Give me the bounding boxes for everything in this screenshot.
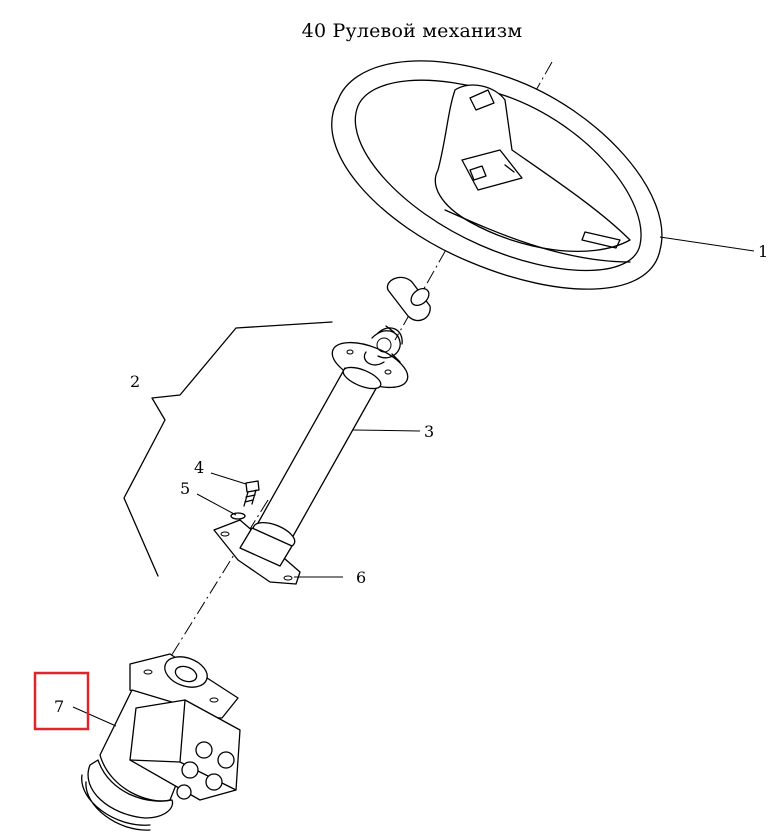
callout-6: 6 — [356, 568, 366, 587]
bolt[interactable] — [243, 480, 260, 507]
leader-7 — [72, 706, 117, 727]
callout-3: 3 — [424, 422, 434, 441]
assembly-bracket-line — [123, 321, 333, 577]
diagram-title: 40 Рулевой механизм — [301, 20, 523, 42]
highlight-box — [33, 671, 90, 731]
callout-1: 1 — [758, 242, 768, 261]
callout-7: 7 — [54, 697, 64, 716]
callout-4: 4 — [194, 458, 204, 477]
mounting-bracket[interactable] — [213, 517, 301, 585]
leader-1 — [659, 236, 755, 252]
callout-5: 5 — [180, 479, 190, 498]
steering-wheel[interactable] — [331, 60, 663, 290]
leader-3 — [352, 429, 421, 432]
hub-sleeve — [386, 276, 431, 322]
leader-5 — [196, 493, 237, 516]
callout-2: 2 — [130, 372, 140, 391]
steering-control-unit[interactable] — [81, 651, 241, 831]
leader-4 — [210, 472, 247, 485]
column-tube[interactable] — [257, 325, 414, 539]
